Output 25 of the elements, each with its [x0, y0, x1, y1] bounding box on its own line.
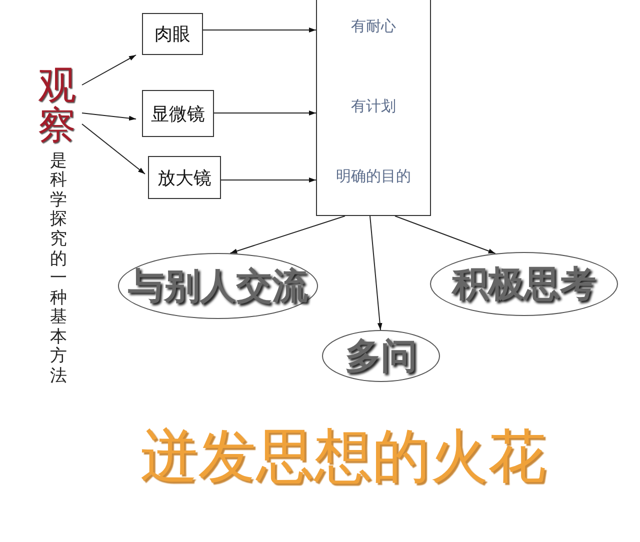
- heading-text: 观察: [38, 66, 76, 146]
- process-box: [142, 90, 214, 137]
- arrow: [202, 28, 316, 32]
- process-box: [316, 0, 431, 216]
- arrow: [82, 124, 146, 174]
- vertical-caption: 是科学探究的一种基本方法: [50, 152, 67, 386]
- node-text: 积极思考: [452, 262, 596, 306]
- arrow: [82, 112, 136, 121]
- process-box: [148, 156, 221, 199]
- arrow: [370, 216, 382, 330]
- arrow: [214, 110, 316, 116]
- node-text: 多问: [345, 334, 417, 378]
- process-box: [142, 13, 203, 55]
- node-text: 显微镜: [151, 102, 205, 126]
- arrow: [220, 178, 316, 182]
- list-text: 明确的目的: [335, 167, 412, 186]
- list-text: 有耐心: [350, 17, 397, 36]
- node-text: 肉眼: [154, 23, 190, 46]
- node-text: 放大镜: [158, 166, 212, 190]
- slogan-text: 迸发思想的火花: [140, 421, 546, 492]
- arrow: [394, 216, 496, 254]
- node-text: 与别人交流: [128, 264, 308, 308]
- arrow: [230, 216, 346, 254]
- list-text: 有计划: [350, 97, 397, 116]
- arrow: [82, 54, 136, 86]
